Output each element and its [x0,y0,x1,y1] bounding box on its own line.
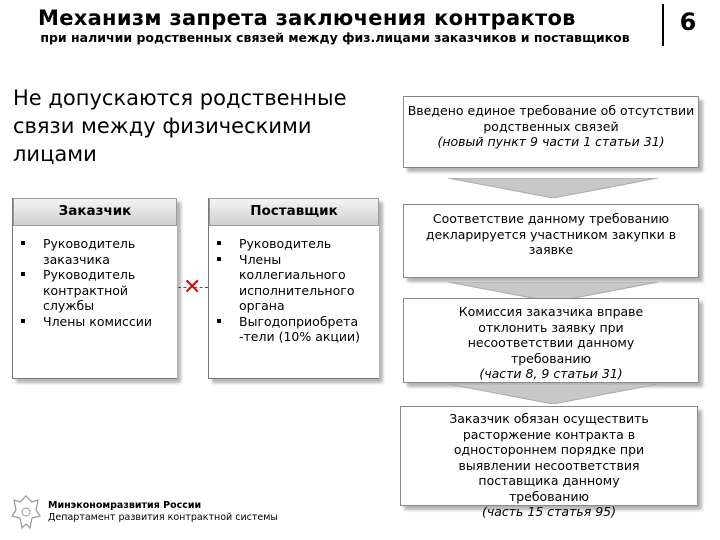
step-box-2: Соответствие данному требованию декларир… [403,204,699,278]
step-text: Соответствие данному требованию декларир… [425,211,677,257]
page-title: Механизм запрета заключения контрактов [38,6,576,30]
flow-arrow-icon [448,384,658,404]
footer-organization: Минэкономразвития России [48,500,202,511]
coat-of-arms-icon [11,495,41,530]
flow-arrow-icon [448,282,658,302]
header-divider [662,4,664,46]
step-reference: (части 8, 9 статьи 31) [479,366,623,381]
supplier-panel: Поставщик Руководитель Члены коллегиальн… [208,198,379,379]
step-text: Введено единое требование об отсутствии … [407,103,695,134]
link-line [178,287,208,289]
page-subtitle: при наличии родственных связей между физ… [40,30,630,45]
list-item: Руководитель контрактной службы [21,267,173,314]
list-item: Выгодоприобрета -тели (10% акции) [217,314,375,345]
customer-heading: Заказчик [13,198,177,226]
step-reference: (часть 15 статья 95) [481,504,617,519]
list-item: Руководитель [217,236,375,252]
customer-panel: Заказчик Руководитель заказчика Руководи… [12,198,177,379]
step-reference: (новый пункт 9 части 1 статьи 31) [437,134,665,149]
lead-statement: Не допускаются родственные связи между ф… [13,86,347,166]
step-text: Заказчик обязан осуществить расторжение … [449,411,649,504]
supplier-heading: Поставщик [209,198,379,226]
footer-department: Департамент развития контрактной системы [48,512,278,523]
list-item: Члены комиссии [21,314,173,330]
slide-number: 6 [679,8,697,36]
step-box-1: Введено единое требование об отсутствии … [403,96,699,168]
customer-list: Руководитель заказчика Руководитель конт… [13,226,177,329]
step-text: Комиссия заказчика вправе отклонить заяв… [458,304,644,366]
flow-arrow-icon [448,178,658,198]
list-item: Руководитель заказчика [21,236,173,267]
step-box-4: Заказчик обязан осуществить расторжение … [400,406,698,519]
supplier-list: Руководитель Члены коллегиального исполн… [209,226,379,345]
step-box-3: Комиссия заказчика вправе отклонить заяв… [403,298,699,383]
list-item: Члены коллегиального исполнительного орг… [217,252,375,314]
